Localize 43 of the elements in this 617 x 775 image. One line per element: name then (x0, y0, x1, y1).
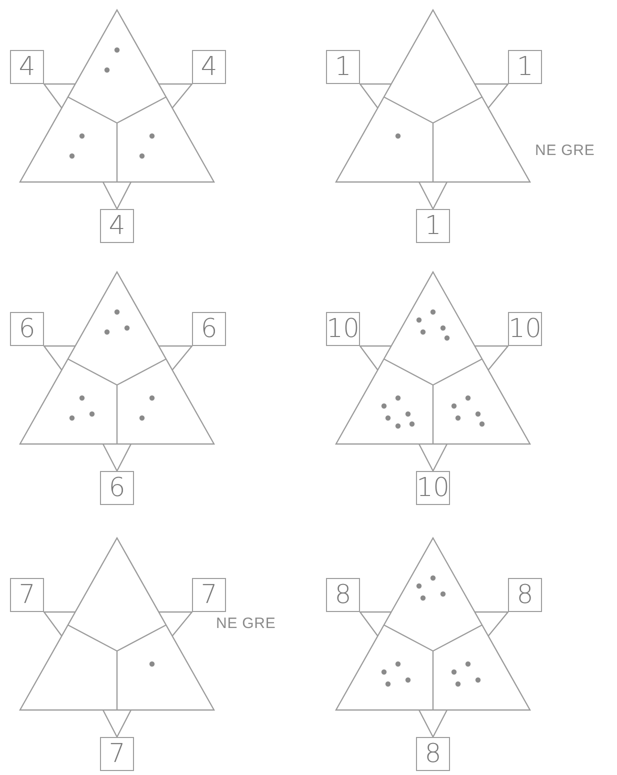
divided-triangle (20, 538, 214, 710)
connector-line (42, 345, 76, 370)
number-box: 4 (10, 50, 44, 84)
connector-line (158, 83, 194, 108)
number-box: 7 (10, 578, 44, 612)
divided-triangle (20, 272, 214, 444)
connector-line (42, 611, 76, 636)
number-box: 10 (416, 471, 450, 505)
divided-triangle (336, 538, 530, 710)
connector-line (418, 710, 448, 738)
number-box: 6 (100, 471, 134, 505)
connector-line (102, 710, 132, 738)
number-box: 6 (192, 312, 226, 346)
number-box: 1 (508, 50, 542, 84)
connector-line (158, 345, 194, 370)
number-box: 4 (100, 209, 134, 243)
number-box: 10 (508, 312, 542, 346)
number-box: 7 (192, 578, 226, 612)
connector-line (418, 182, 448, 210)
connector-line (42, 83, 76, 108)
connector-line (358, 83, 392, 108)
connector-line (474, 345, 510, 370)
number-box: 7 (100, 737, 134, 771)
number-box: 8 (326, 578, 360, 612)
connector-line (474, 611, 510, 636)
number-box: 6 (10, 312, 44, 346)
number-box: 10 (326, 312, 360, 346)
connector-line (358, 345, 392, 370)
connector-line (474, 83, 510, 108)
handwritten-note: NE GRE (216, 614, 276, 634)
handwritten-note: NE GRE (535, 141, 595, 161)
divided-triangle (336, 10, 530, 182)
number-box: 8 (508, 578, 542, 612)
connector-line (158, 611, 194, 636)
number-box: 1 (416, 209, 450, 243)
divided-triangle (20, 10, 214, 182)
connector-line (102, 444, 132, 472)
connector-line (358, 611, 392, 636)
number-box: 8 (416, 737, 450, 771)
number-box: 1 (326, 50, 360, 84)
connector-line (418, 444, 448, 472)
connector-line (102, 182, 132, 210)
number-box: 4 (192, 50, 226, 84)
